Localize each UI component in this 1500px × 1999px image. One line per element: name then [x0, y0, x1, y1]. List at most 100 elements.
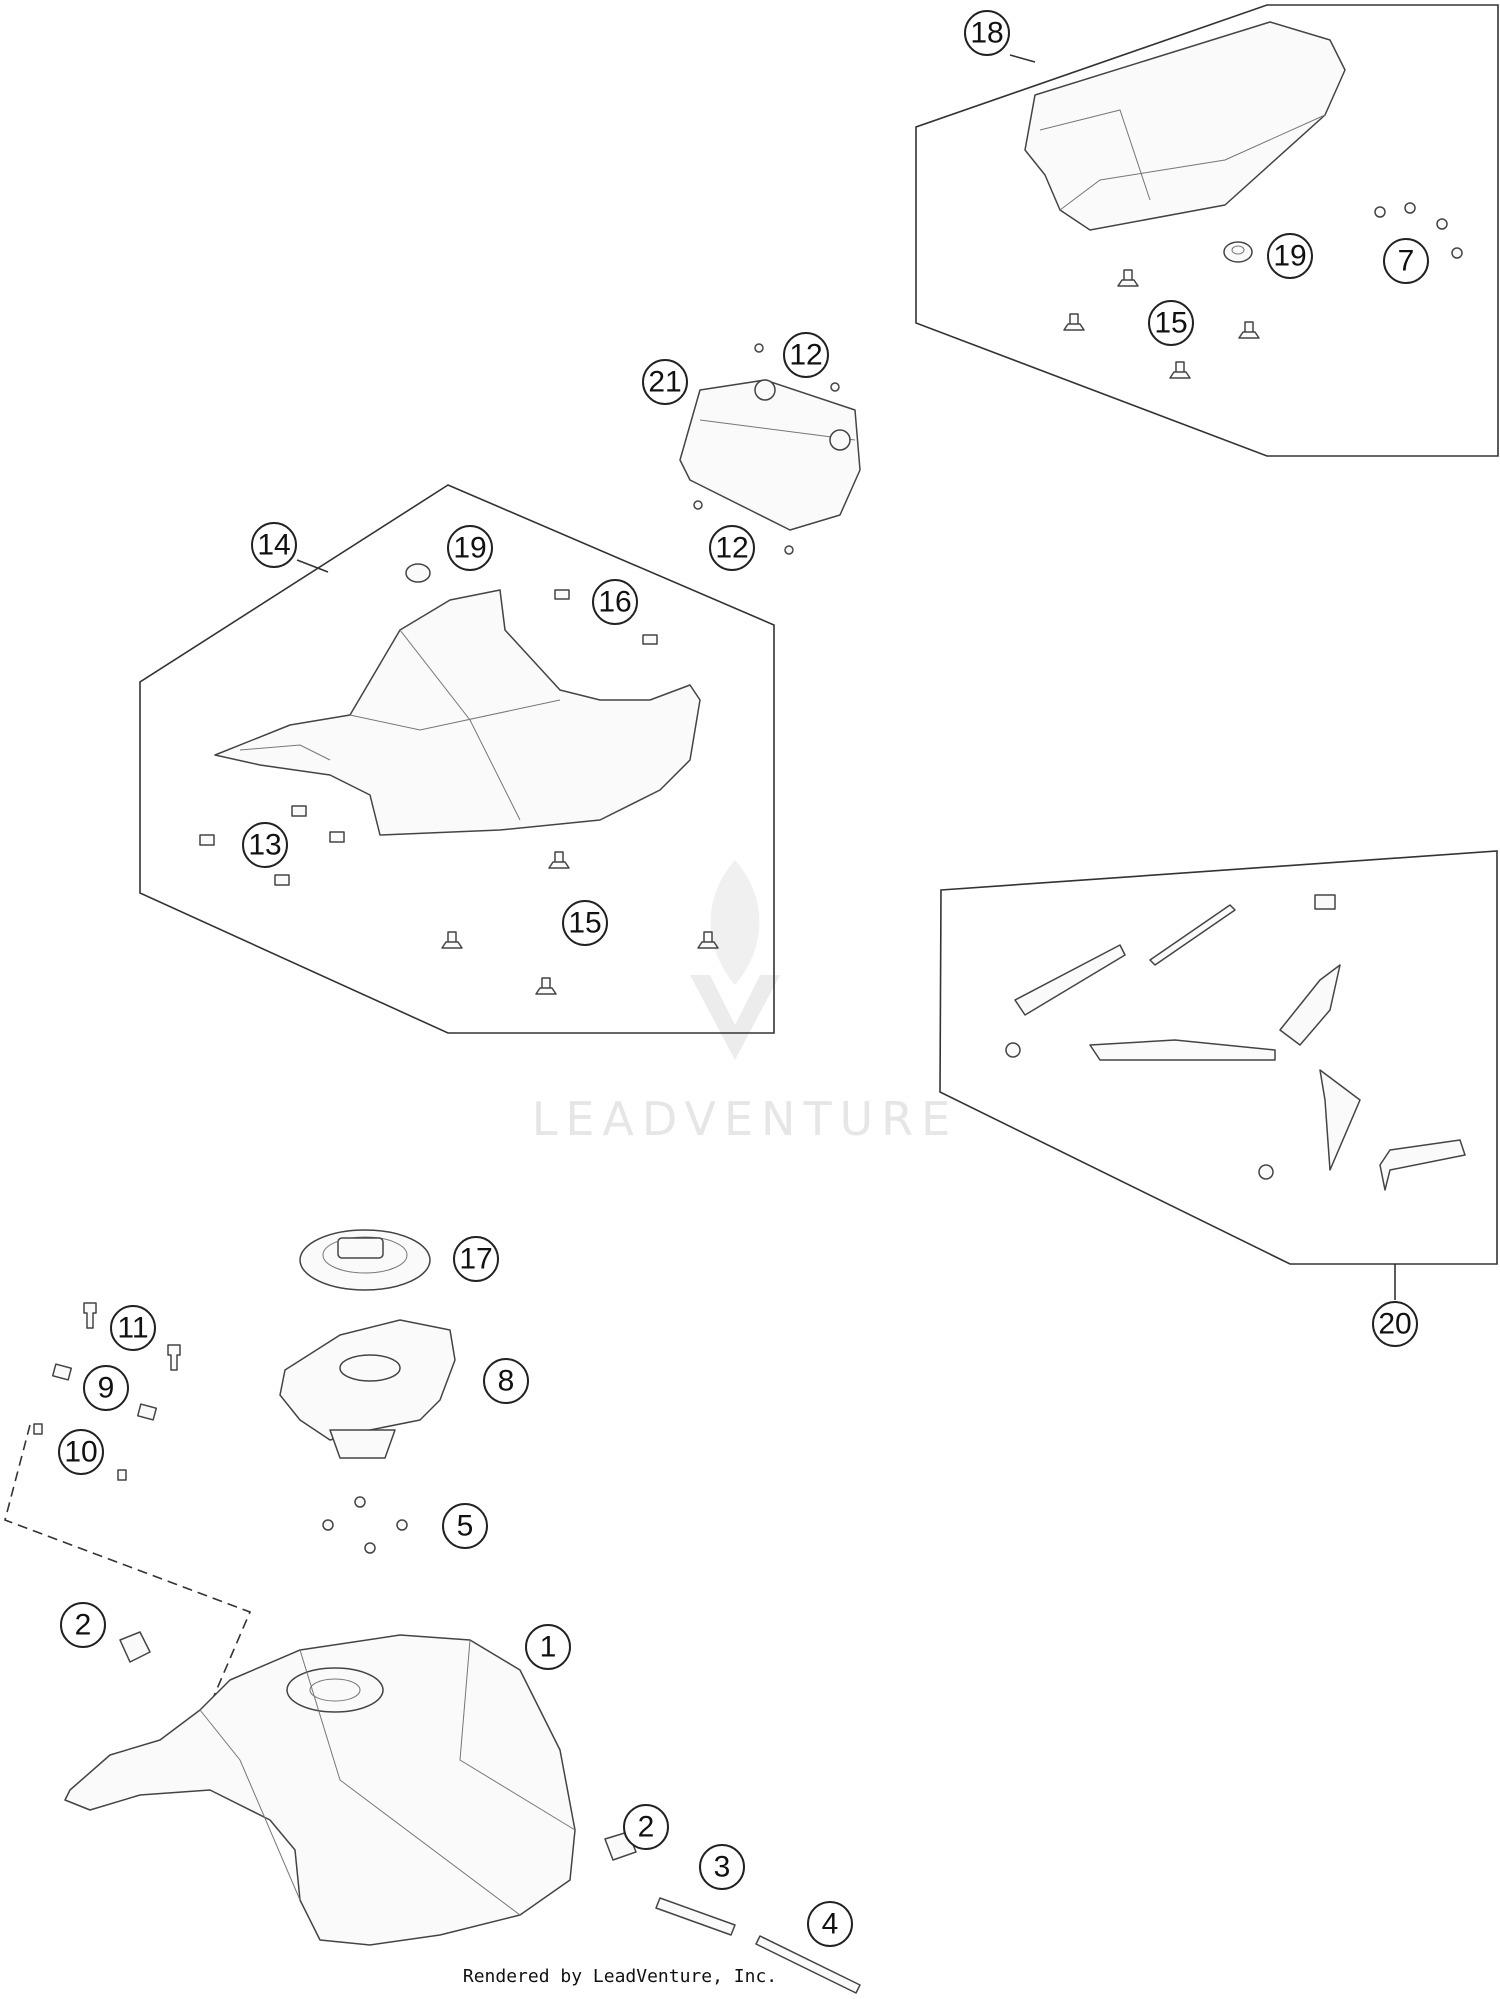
callout-circle — [1148, 300, 1194, 346]
callout-7: 7 — [1383, 238, 1429, 284]
callout-2: 2 — [623, 1804, 669, 1850]
callout-12: 12 — [709, 525, 755, 571]
callout-14: 14 — [251, 522, 297, 568]
fasteners-15-upper — [1063, 269, 1260, 379]
fuel-cap-17 — [299, 1229, 431, 1291]
callout-circle — [110, 1305, 156, 1351]
callout-label: 18 — [970, 17, 1003, 50]
callout-label: 19 — [453, 532, 486, 565]
callout-circle — [58, 1429, 104, 1475]
callout-18: 18 — [964, 10, 1010, 56]
rider-seat-14 — [214, 589, 701, 836]
callout-label: 19 — [1273, 240, 1306, 273]
callout-circle — [525, 1624, 571, 1670]
rubber-buffer-19 — [1223, 241, 1253, 263]
rubber-buffer-19-front — [405, 563, 431, 583]
watermark: LEADVENTURE — [532, 860, 959, 1146]
callout-circle — [562, 900, 608, 946]
callout-label: 2 — [638, 1811, 655, 1844]
callout-label: 5 — [457, 1510, 474, 1543]
callout-circle — [83, 1365, 129, 1411]
callout-label: 3 — [714, 1851, 731, 1884]
callout-label: 20 — [1378, 1308, 1411, 1341]
callout-12: 12 — [783, 332, 829, 378]
leader-18 — [1009, 54, 1036, 63]
callout-19: 19 — [1267, 233, 1313, 279]
watermark-text: LEADVENTURE — [532, 1092, 959, 1146]
callout-label: 12 — [715, 532, 748, 565]
credit-line: Rendered by LeadVenture, Inc. — [463, 1966, 777, 1987]
callout-2: 2 — [60, 1602, 106, 1648]
nuts-9 — [51, 1363, 158, 1421]
callout-4: 4 — [807, 1901, 853, 1947]
callout-label: 11 — [117, 1312, 148, 1345]
callout-label: 10 — [64, 1436, 97, 1469]
callout-label: 1 — [540, 1631, 557, 1664]
callout-label: 21 — [648, 366, 681, 399]
callout-circle — [592, 579, 638, 625]
callout-label: 13 — [248, 829, 281, 862]
callout-8: 8 — [483, 1358, 529, 1404]
bolts-11 — [83, 1302, 181, 1371]
grommet-2-upper — [119, 1631, 151, 1663]
leader-14 — [296, 559, 329, 573]
callout-circle — [483, 1358, 529, 1404]
filler-assembly-8 — [279, 1319, 456, 1459]
callout-21: 21 — [642, 359, 688, 405]
callout-10: 10 — [58, 1429, 104, 1475]
clips-16 — [554, 589, 658, 645]
callout-label: 7 — [1398, 245, 1415, 278]
clips-13 — [199, 805, 345, 886]
callout-circle — [623, 1804, 669, 1850]
group-frame-18 — [915, 4, 1499, 457]
callout-13: 13 — [242, 822, 288, 868]
callout-circle — [60, 1602, 106, 1648]
screws-5 — [322, 1496, 408, 1554]
callout-label: 2 — [75, 1609, 92, 1642]
callout-17: 17 — [453, 1236, 499, 1282]
callout-label: 14 — [257, 529, 290, 562]
callout-3: 3 — [699, 1844, 745, 1890]
battery-holder-21 — [679, 343, 861, 555]
callout-label: 8 — [498, 1365, 515, 1398]
callout-circle — [242, 822, 288, 868]
fasteners-15-lower — [441, 851, 719, 995]
callout-label: 15 — [568, 907, 601, 940]
callout-label: 17 — [459, 1243, 492, 1276]
callout-circle — [453, 1236, 499, 1282]
callout-1: 1 — [525, 1624, 571, 1670]
callout-label: 12 — [789, 339, 822, 372]
callout-label: 9 — [98, 1372, 115, 1405]
callout-5: 5 — [442, 1503, 488, 1549]
hardware-7 — [1374, 202, 1463, 259]
group-frame-20 — [939, 850, 1498, 1265]
passenger-seat-cover — [1024, 21, 1346, 231]
callout-16: 16 — [592, 579, 638, 625]
clips-10 — [33, 1423, 127, 1481]
group-frame-14 — [139, 484, 775, 1034]
callout-19: 19 — [447, 525, 493, 571]
callout-15: 15 — [1148, 300, 1194, 346]
callout-circle — [442, 1503, 488, 1549]
callout-circle — [709, 525, 755, 571]
callout-15: 15 — [562, 900, 608, 946]
pin-3 — [655, 1897, 736, 1936]
callout-20: 20 — [1372, 1301, 1418, 1347]
callout-circle — [251, 522, 297, 568]
callout-label: 16 — [598, 586, 631, 619]
callout-circle — [783, 332, 829, 378]
callout-circle — [964, 10, 1010, 56]
callout-circle — [447, 525, 493, 571]
callout-circle — [1383, 238, 1429, 284]
fuel-tank-1 — [64, 1634, 637, 1946]
callout-circle — [1372, 1301, 1418, 1347]
callout-label: 15 — [1154, 307, 1187, 340]
callout-circle — [807, 1901, 853, 1947]
callout-circle — [699, 1844, 745, 1890]
callout-circle — [642, 359, 688, 405]
callout-11: 11 — [110, 1305, 156, 1351]
callout-label: 4 — [822, 1908, 839, 1941]
leader-10-dashed — [4, 1424, 252, 1776]
